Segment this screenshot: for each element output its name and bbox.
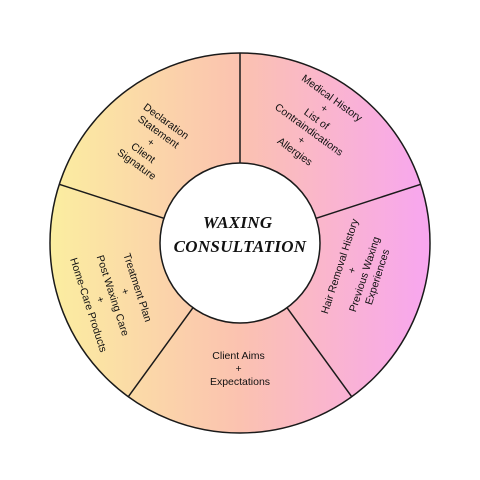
divider-right xyxy=(315,183,421,220)
segment-label-client-aims: Client Aims + Expectations xyxy=(210,350,270,388)
segment-line: + xyxy=(235,363,241,375)
center-title-line-1: WAXING xyxy=(203,213,273,232)
divider-bottom-left xyxy=(127,307,194,398)
center-title: WAXING CONSULTATION xyxy=(174,213,307,256)
center-title-line-2: CONSULTATION xyxy=(174,237,307,256)
segment-line: + xyxy=(346,266,359,276)
segment-line: + xyxy=(118,287,131,297)
center-circle xyxy=(159,162,321,324)
segment-line: Expectations xyxy=(210,376,270,388)
segment-line: Client Aims xyxy=(212,350,265,362)
segment-line: + xyxy=(93,295,106,305)
divider-left xyxy=(59,183,165,220)
divider-bottom-right xyxy=(286,307,353,398)
